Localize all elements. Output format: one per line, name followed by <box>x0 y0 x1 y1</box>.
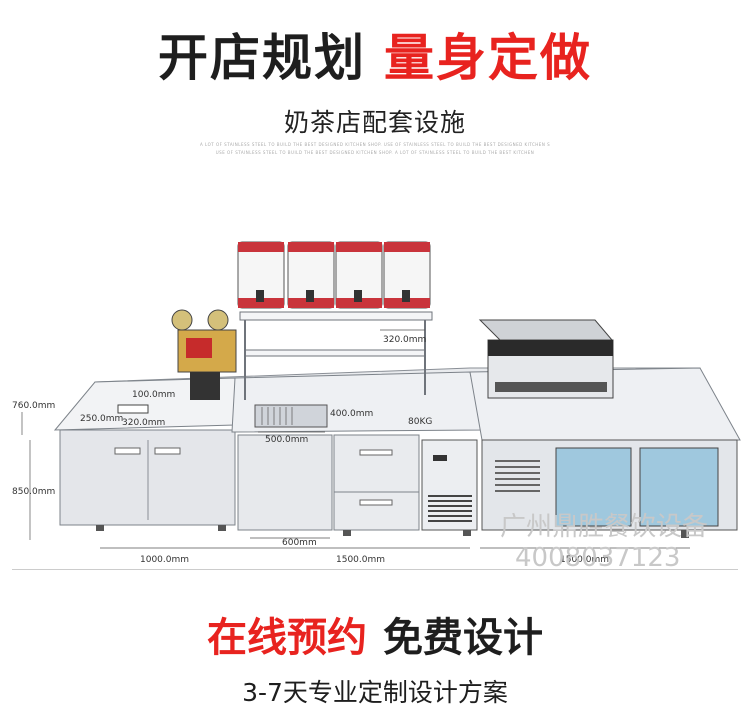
fridge-door-right <box>639 447 719 527</box>
sink <box>254 404 328 428</box>
tea-barrel <box>383 241 431 309</box>
tea-barrel <box>237 241 285 309</box>
dim-length-middle: 1500.0mm <box>336 555 385 565</box>
drawer-handle <box>359 449 393 456</box>
cup-sealer <box>171 309 237 400</box>
legs <box>96 525 689 538</box>
left-cabinet-handle <box>114 447 141 455</box>
sink-grill <box>261 407 293 425</box>
dim-cutout-c: 320.0mm <box>122 418 165 428</box>
drawer-handle <box>359 499 393 506</box>
dim-sink-depth: 400.0mm <box>330 409 373 419</box>
drawer-cabinet <box>333 434 420 531</box>
counter-cutout <box>117 404 149 414</box>
dim-length-right: 1500.0mm <box>560 555 609 565</box>
dim-sink-width: 500.0mm <box>265 435 308 445</box>
shelf-rack <box>244 349 426 357</box>
headline-red: 量身定做 <box>384 29 592 87</box>
headline-dark: 开店规划 <box>158 29 366 87</box>
cta-red: 在线预约 <box>207 615 367 661</box>
middle-cabinet <box>237 434 333 531</box>
fine-print-1: A LOT OF STAINLESS STEEL TO BUILD THE BE… <box>200 142 550 147</box>
headline: 开店规划量身定做 <box>0 28 750 88</box>
watermark-name: 广州鼎胜餐饮设备 <box>500 512 708 542</box>
dim-ice-capacity: 80KG <box>408 417 432 427</box>
dim-height: 850.0mm <box>12 487 55 497</box>
left-cabinet-handle <box>154 447 181 455</box>
dim-cutout-a: 100.0mm <box>132 390 175 400</box>
tea-barrel <box>287 241 335 309</box>
dim-cabinet-width: 600mm <box>282 538 317 548</box>
cta-dark: 免费设计 <box>383 615 543 661</box>
dim-shelf-width: 320.0mm <box>383 335 426 345</box>
ice-machine-panel <box>433 455 447 461</box>
tagline: 3-7天专业定制设计方案 <box>242 678 508 707</box>
dim-cutout-b: 250.0mm <box>80 414 123 424</box>
divider <box>12 569 738 570</box>
fridge-door-left <box>555 447 632 527</box>
subtitle: 奶茶店配套设施 <box>283 108 466 137</box>
shelf-rack <box>239 311 433 321</box>
watermark-phone: 4008037123 <box>515 543 680 573</box>
espresso-machine <box>478 319 614 399</box>
dim-depth: 760.0mm <box>12 401 55 411</box>
dim-length-left: 1000.0mm <box>140 555 189 565</box>
tea-barrel <box>335 241 383 309</box>
cta: 在线预约免费设计 <box>0 613 750 663</box>
ice-machine-vent <box>428 495 472 522</box>
fine-print-2: USE OF STAINLESS STEEL TO BUILD THE BEST… <box>215 150 535 155</box>
fridge-vent <box>495 460 540 492</box>
